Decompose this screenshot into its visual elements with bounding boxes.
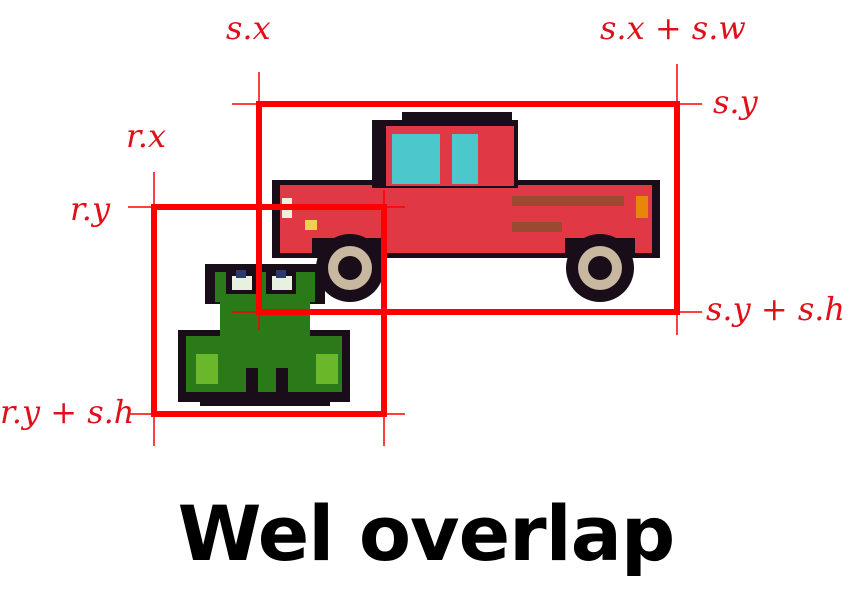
label-r-y: r.y [70, 190, 111, 228]
label-r-y-plus-h: r.y + s.h [0, 393, 135, 431]
label-s-y: s.y [713, 83, 758, 121]
overlap-diagram [128, 64, 702, 446]
caption-title: Wel overlap [177, 489, 676, 578]
truck-sprite [272, 112, 660, 302]
label-s-x-plus-w: s.x + s.w [600, 9, 746, 47]
label-r-x: r.x [126, 117, 166, 155]
label-s-y-plus-h: s.y + s.h [706, 290, 846, 328]
label-s-x: s.x [226, 9, 271, 47]
frog-sprite [178, 264, 350, 406]
guide-lines [128, 64, 702, 446]
